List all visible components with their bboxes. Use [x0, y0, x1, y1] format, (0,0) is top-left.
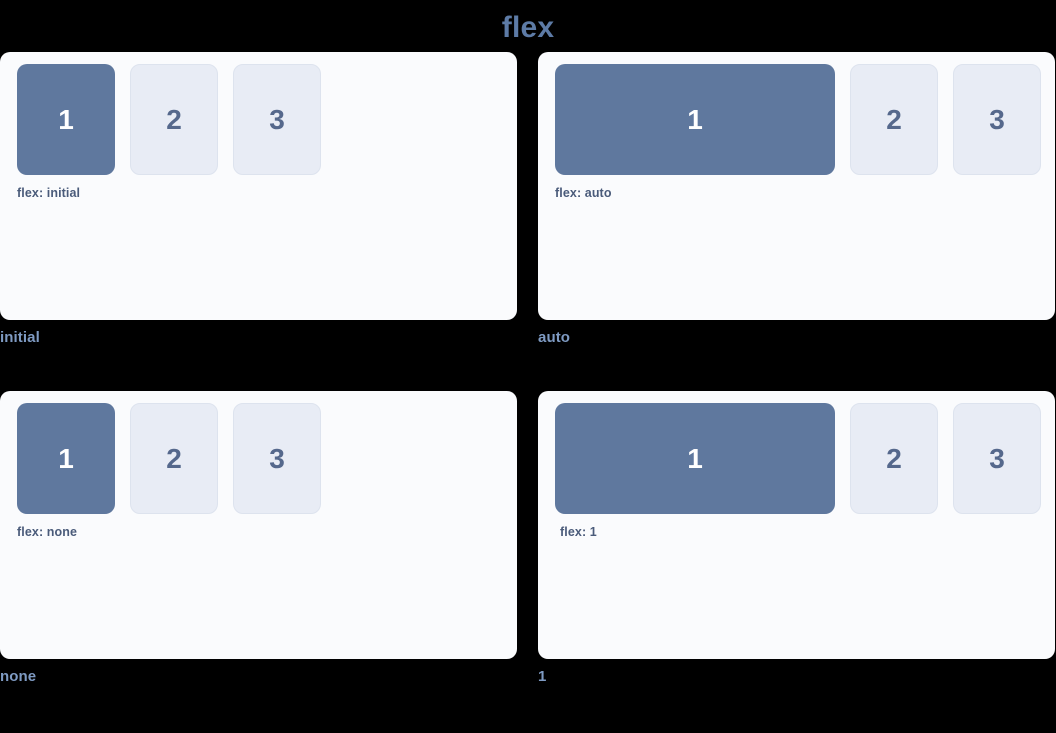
demo-card: 1 2 3 flex: none — [0, 391, 517, 659]
flex-container: 1 2 3 — [555, 64, 1041, 175]
demo-cell: 1 2 3 flex: auto auto — [538, 52, 1056, 391]
page-title: flex — [501, 11, 555, 44]
flex-container: 1 2 3 — [555, 403, 1041, 514]
demo-caption: 1 — [538, 668, 547, 685]
flex-item-3: 3 — [953, 403, 1041, 514]
demo-cell: 1 2 3 flex: initial initial — [0, 52, 538, 391]
flex-item-3: 3 — [953, 64, 1041, 175]
demo-caption: initial — [0, 329, 40, 346]
flex-item-2: 2 — [850, 403, 938, 514]
demo-label: flex: initial — [17, 186, 81, 200]
flex-item-3: 3 — [233, 64, 321, 175]
demo-label: flex: auto — [555, 186, 612, 200]
demo-cell: 1 2 3 flex: 1 1 — [538, 391, 1056, 730]
flex-item-1: 1 — [17, 403, 115, 514]
flex-item-2: 2 — [130, 403, 218, 514]
demo-grid: 1 2 3 flex: initial initial 1 2 3 flex: … — [0, 52, 1056, 730]
demo-card: 1 2 3 flex: 1 — [538, 391, 1055, 659]
flex-item-2: 2 — [130, 64, 218, 175]
flex-item-2: 2 — [850, 64, 938, 175]
flex-item-3: 3 — [233, 403, 321, 514]
flex-item-1: 1 — [555, 64, 835, 175]
demo-label: flex: none — [17, 525, 78, 539]
flex-container: 1 2 3 — [17, 64, 503, 175]
demo-card: 1 2 3 flex: auto — [538, 52, 1055, 320]
demo-card: 1 2 3 flex: initial — [0, 52, 517, 320]
demo-caption: auto — [538, 329, 571, 346]
demo-label: flex: 1 — [560, 525, 597, 539]
demo-cell: 1 2 3 flex: none none — [0, 391, 538, 730]
demo-caption: none — [0, 668, 37, 685]
flex-container: 1 2 3 — [17, 403, 503, 514]
flex-item-1: 1 — [555, 403, 835, 514]
flex-item-1: 1 — [17, 64, 115, 175]
